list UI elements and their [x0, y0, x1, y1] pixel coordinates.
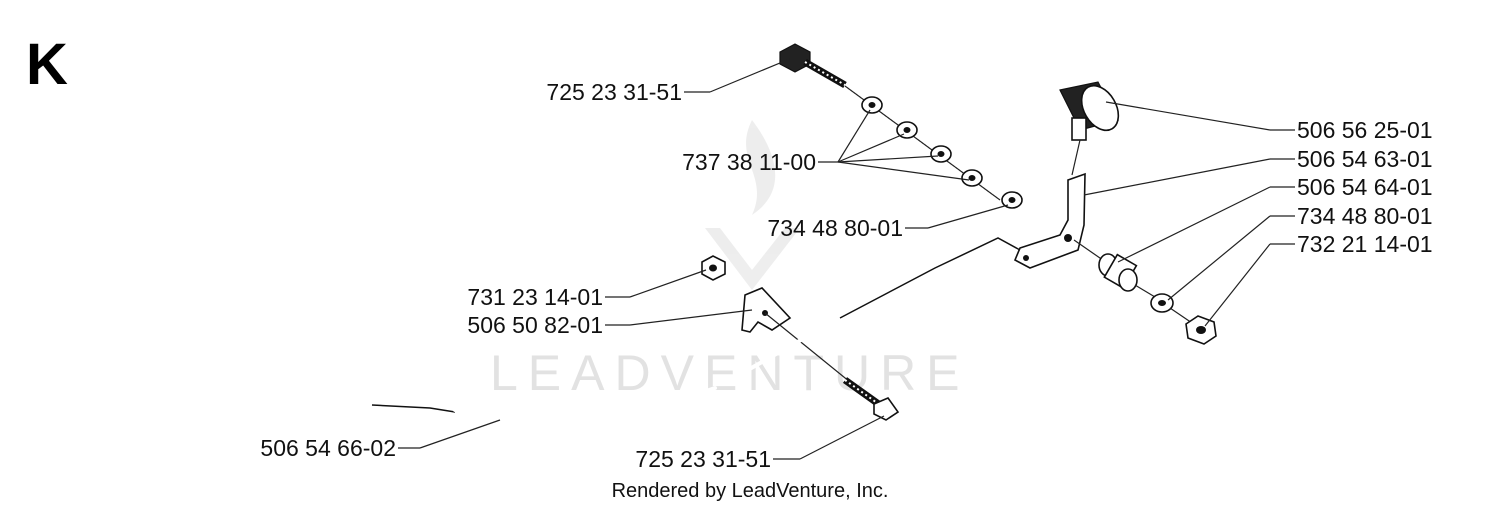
cable-bracket	[741, 287, 792, 333]
label-bracket: 506 50 82-01	[467, 312, 603, 338]
credit-text: Rendered by LeadVenture, Inc.	[612, 480, 889, 502]
washer-1	[861, 96, 883, 114]
bushing	[1098, 253, 1138, 292]
section-letter: K	[26, 32, 68, 97]
control-cable	[371, 237, 1021, 431]
washer-4	[961, 169, 983, 187]
label-washer-right: 734 48 80-01	[1297, 203, 1433, 229]
label-lever: 506 54 63-01	[1297, 146, 1433, 172]
washer-3	[930, 145, 952, 163]
label-nut-left: 731 23 14-01	[467, 284, 603, 310]
lever-arm	[1013, 172, 1086, 269]
label-washers: 737 38 11-00	[682, 149, 816, 175]
label-cable: 506 54 66-02	[260, 435, 396, 461]
label-bolt-bottom: 725 23 31-51	[635, 446, 771, 472]
label-bolt-top: 725 23 31-51	[546, 79, 682, 105]
label-knob: 506 56 25-01	[1297, 117, 1433, 143]
watermark-logo	[705, 120, 800, 290]
lever-knob	[1059, 81, 1120, 141]
right-washer	[1150, 293, 1174, 313]
bottom-bolt	[842, 377, 900, 421]
label-bushing: 506 54 64-01	[1297, 174, 1433, 200]
label-washer-mid: 734 48 80-01	[767, 215, 903, 241]
left-nut	[701, 255, 726, 281]
leader-lines	[398, 57, 1295, 460]
watermark-text: LEADVENTURE	[490, 345, 970, 401]
washer-2	[896, 121, 918, 139]
label-nut-right: 732 21 14-01	[1297, 231, 1433, 257]
right-nut	[1185, 315, 1217, 345]
washer-5	[1001, 191, 1023, 209]
top-bolt	[779, 43, 847, 89]
